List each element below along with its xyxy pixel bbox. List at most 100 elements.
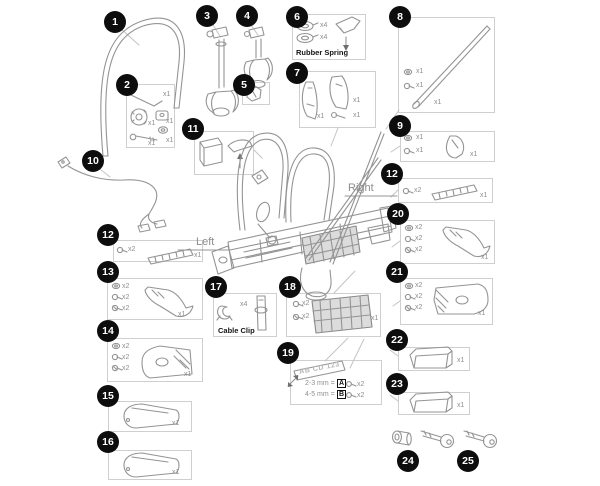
item-16-box	[108, 450, 192, 480]
item-12-left-badge: 12	[97, 224, 119, 246]
qty-label: x1	[478, 310, 486, 317]
hook-hardware-icons	[403, 134, 415, 155]
qty-label: x2	[122, 354, 130, 361]
item-9-box	[400, 131, 495, 162]
lamp-arm-left-icons	[111, 282, 194, 318]
qty-label: x4	[320, 22, 328, 29]
hook-icon	[445, 135, 465, 159]
qty-label: x2	[122, 294, 130, 301]
qty-label: x2	[128, 246, 136, 253]
left-side-label: Left	[196, 236, 215, 248]
qty-label: x2	[415, 246, 423, 253]
frame-hoop-icon	[100, 17, 186, 157]
qty-label: x1	[480, 192, 488, 199]
lamp-housing-left-icons	[111, 342, 193, 379]
qty-label: x2	[122, 365, 130, 372]
qty-label: x2	[415, 293, 423, 300]
item-16-badge: 16	[97, 431, 119, 453]
item-5-badge: 5	[233, 74, 255, 96]
key-icon	[420, 430, 455, 449]
qty-label: x1	[317, 113, 325, 120]
qty-label: x1	[481, 254, 489, 261]
item-1-badge: 1	[104, 11, 126, 33]
item-22-badge: 22	[386, 329, 408, 351]
qty-label: x1	[457, 357, 465, 364]
cable-clip-caption: Cable Clip	[218, 326, 255, 335]
light-cable-icon	[57, 156, 167, 233]
item-8-box	[398, 17, 495, 113]
allen-key-icon	[130, 94, 163, 107]
item-19-box	[290, 360, 382, 405]
plate-row-a-qty: x2	[357, 381, 365, 388]
rubber-spring-caption: Rubber Spring	[296, 48, 349, 57]
qty-label: x1	[166, 118, 174, 125]
nut-icon	[155, 110, 169, 121]
qty-label: x1	[457, 402, 465, 409]
right-side-label: Right	[348, 182, 374, 194]
cover-right-lower-icon	[409, 391, 453, 413]
license-plate-icon	[287, 360, 357, 398]
rubber-spring-arm-icon	[335, 16, 361, 51]
cover-right-upper-icon	[409, 346, 453, 369]
qty-label: x1	[371, 315, 379, 322]
item-14-badge: 14	[97, 320, 119, 342]
qty-label: x2	[415, 235, 423, 242]
plate-strip-right-icon	[402, 184, 478, 201]
qty-label: x2	[122, 283, 130, 290]
carrier-assembly-illustration	[177, 131, 398, 301]
qty-label: x2	[415, 304, 423, 311]
qty-label: x1	[416, 68, 424, 75]
spare-key-icon	[463, 430, 498, 449]
plate-option-a-badge: A	[337, 379, 346, 388]
qty-label: x1	[178, 311, 186, 318]
bike-arm-long-icon	[205, 26, 239, 117]
qty-label: x1	[470, 151, 478, 158]
item-20-badge: 20	[387, 203, 409, 225]
lamp-arm-right-icons	[404, 224, 491, 258]
qty-label: x4	[240, 301, 248, 308]
item-13-badge: 13	[97, 261, 119, 283]
bolt-icon	[129, 133, 158, 142]
qty-label: x2	[302, 300, 310, 307]
plate-option-b-badge: B	[337, 390, 346, 399]
qty-label: x1	[353, 112, 361, 119]
item-17-badge: 17	[205, 276, 227, 298]
lamp-housing-right-icons	[404, 282, 489, 315]
item-19-badge: 19	[277, 342, 299, 364]
qty-label: x1	[148, 140, 156, 147]
qty-label: x1	[434, 99, 442, 106]
cover-left-upper-icon	[123, 403, 180, 429]
plate-strip-left-icon	[116, 246, 194, 265]
item-9-badge: 9	[389, 115, 411, 137]
qty-label: x1	[416, 82, 424, 89]
cable-clip-icons	[216, 295, 268, 331]
qty-label: x1	[184, 371, 192, 378]
qty-label: x2	[415, 224, 423, 231]
qty-label: x1	[148, 120, 156, 127]
item-8-badge: 8	[389, 6, 411, 28]
qty-label: x1	[353, 97, 361, 104]
item-24-badge: 24	[397, 450, 419, 472]
item-21-badge: 21	[386, 261, 408, 283]
qty-label: x1	[194, 252, 202, 259]
bracket-pair-icons	[301, 75, 349, 120]
cover-left-lower-icon	[123, 452, 180, 478]
item-7-badge: 7	[286, 62, 308, 84]
item-3-badge: 3	[196, 5, 218, 27]
item-10-badge: 10	[82, 150, 104, 172]
plate-row-a-prefix: 2-3 mm =	[305, 380, 335, 387]
qty-label: x1	[172, 420, 180, 427]
plate-row-b-prefix: 4-5 mm =	[305, 391, 335, 398]
item-18-badge: 18	[279, 276, 301, 298]
qty-label: x1	[166, 137, 174, 144]
qty-label: x2	[122, 305, 130, 312]
item-6-badge: 6	[286, 6, 308, 28]
item-12-right-badge: 12	[381, 163, 403, 185]
item-15-badge: 15	[97, 385, 119, 407]
item-7-box	[299, 71, 376, 128]
lock-cylinder-icon	[391, 430, 412, 446]
item-23-badge: 23	[386, 373, 408, 395]
item-2-badge: 2	[116, 74, 138, 96]
tensioning-rod-icon	[412, 25, 491, 109]
